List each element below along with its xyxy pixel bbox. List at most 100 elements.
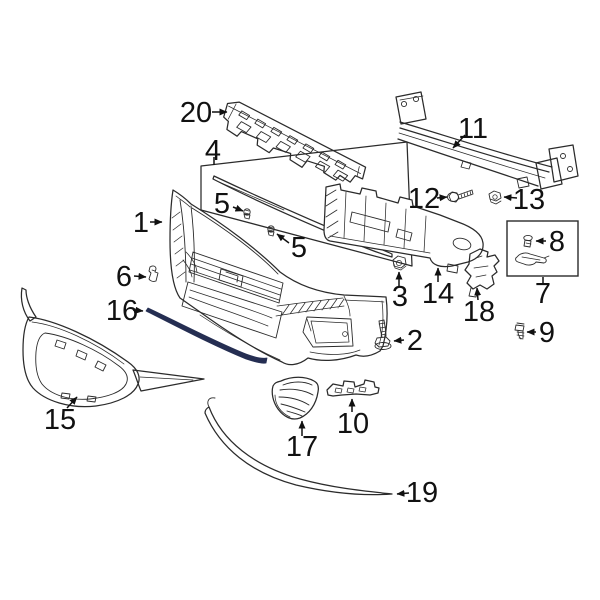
callout-label-14: 14	[422, 278, 454, 310]
callout-label-20: 20	[180, 97, 212, 129]
clip-head	[267, 225, 275, 233]
part-11-impact-bar	[395, 91, 579, 190]
clip-hatch	[244, 209, 250, 215]
leader-2	[393, 336, 405, 344]
part-6-clip	[148, 265, 159, 282]
part-15-lower-grille	[20, 287, 205, 408]
part-5-clip-a	[243, 208, 251, 220]
leader-lines	[66, 108, 546, 497]
absorber-slot-small	[395, 228, 413, 242]
clip-base	[243, 213, 251, 220]
callout-box-4	[200, 141, 413, 267]
retainer-line	[521, 255, 550, 261]
nut-hex	[392, 255, 407, 269]
bolt-shank	[378, 319, 387, 338]
absorber-bottom-edge	[329, 235, 431, 254]
callout-label-12: 12	[408, 183, 440, 215]
callout-label-2: 2	[407, 325, 423, 357]
upper-grille-frame	[188, 251, 284, 304]
impact-bar-end-box	[535, 157, 563, 190]
bezel-fins	[278, 381, 314, 417]
beam-mid-line	[398, 132, 546, 179]
impact-bar-left-plate	[395, 91, 427, 125]
chin-line	[309, 349, 361, 355]
absorber-oval-slot	[452, 237, 472, 251]
callout-label-6: 6	[116, 261, 132, 293]
part-14-energy-absorber	[323, 183, 484, 274]
shield-lower-slots	[236, 121, 349, 182]
leader-11	[452, 134, 466, 149]
nut-hole	[396, 260, 402, 266]
part-19-lip-molding	[204, 397, 393, 496]
part-2-bolt	[374, 319, 392, 350]
callout-label-9: 9	[539, 317, 555, 349]
part-18-side-bracket	[464, 248, 500, 298]
grille-wing	[132, 369, 205, 392]
side-bracket-lines	[473, 255, 489, 278]
leader-6	[133, 272, 147, 280]
leader-16	[132, 306, 144, 314]
mesh-band	[275, 297, 345, 317]
lip-hook	[207, 397, 216, 408]
part-17-fog-lamp-bezel	[271, 376, 319, 420]
part-9-screw	[514, 322, 525, 340]
callout-label-5b: 5	[291, 232, 307, 264]
bolt-hole	[567, 166, 573, 172]
leader-13	[503, 194, 518, 202]
left-edge-hatch	[171, 211, 186, 279]
bumper-outline	[169, 189, 388, 366]
retainer-outline	[515, 252, 547, 266]
clip-base	[267, 230, 275, 237]
bezel-outline	[271, 376, 319, 420]
absorber-bottom-tab	[446, 263, 459, 274]
plate-edge	[399, 95, 424, 101]
leader-19	[396, 489, 410, 497]
grille-outer-edge	[31, 321, 125, 365]
fog-recess-inner	[306, 318, 350, 344]
highlight-molding	[145, 307, 268, 364]
leader-5a	[232, 204, 244, 212]
shield-upper-slots	[238, 110, 347, 170]
bracket-outline	[326, 379, 380, 397]
absorber-ribs	[343, 191, 427, 253]
part-7-retainer-kit	[506, 220, 579, 277]
part-8-clip	[523, 234, 533, 248]
beam-tab	[460, 160, 472, 170]
nut-base	[393, 263, 407, 271]
impact-bar-beam	[397, 121, 553, 187]
part-16-lower-molding-highlight	[145, 307, 268, 364]
nut-base	[489, 198, 502, 205]
absorber-left-hatch	[325, 189, 339, 239]
callout-label-8: 8	[549, 226, 565, 258]
beam-foot	[516, 176, 530, 189]
part-1-bumper-cover	[169, 189, 388, 366]
grille-outer-ring	[22, 316, 140, 408]
horn-inner	[175, 195, 191, 208]
lower-lip-line	[199, 314, 281, 361]
part-5-clip-b	[267, 225, 275, 237]
bolt-hole	[560, 153, 566, 159]
sensor-bracket	[218, 268, 244, 288]
main-grille-opening	[181, 281, 283, 339]
leader-18	[474, 287, 482, 301]
screw-head	[514, 322, 525, 332]
main-grille-slats	[188, 289, 273, 327]
callout-label-4: 4	[205, 135, 221, 167]
part-12-bolt	[447, 189, 474, 203]
callout-label-7: 7	[535, 278, 551, 310]
right-panel-lines	[343, 295, 385, 346]
grille-inner-ring	[35, 332, 128, 400]
nut-hole	[492, 194, 498, 200]
shield-outline	[223, 101, 367, 183]
callout-labels: 20 4 5 5 1 11 12 13 6 8 7 3 14 18 16 2 9…	[44, 97, 565, 509]
bolt-head	[374, 336, 391, 348]
callout-label-15: 15	[44, 404, 76, 436]
clip-hatch	[525, 242, 532, 245]
bezel-rim	[274, 394, 291, 418]
lip-strip	[204, 406, 393, 496]
leader-5b	[276, 233, 290, 244]
callout-label-5a: 5	[214, 188, 230, 220]
retainer-clip	[515, 252, 550, 266]
screw-threads	[516, 331, 525, 340]
hood-shutline	[191, 207, 279, 275]
